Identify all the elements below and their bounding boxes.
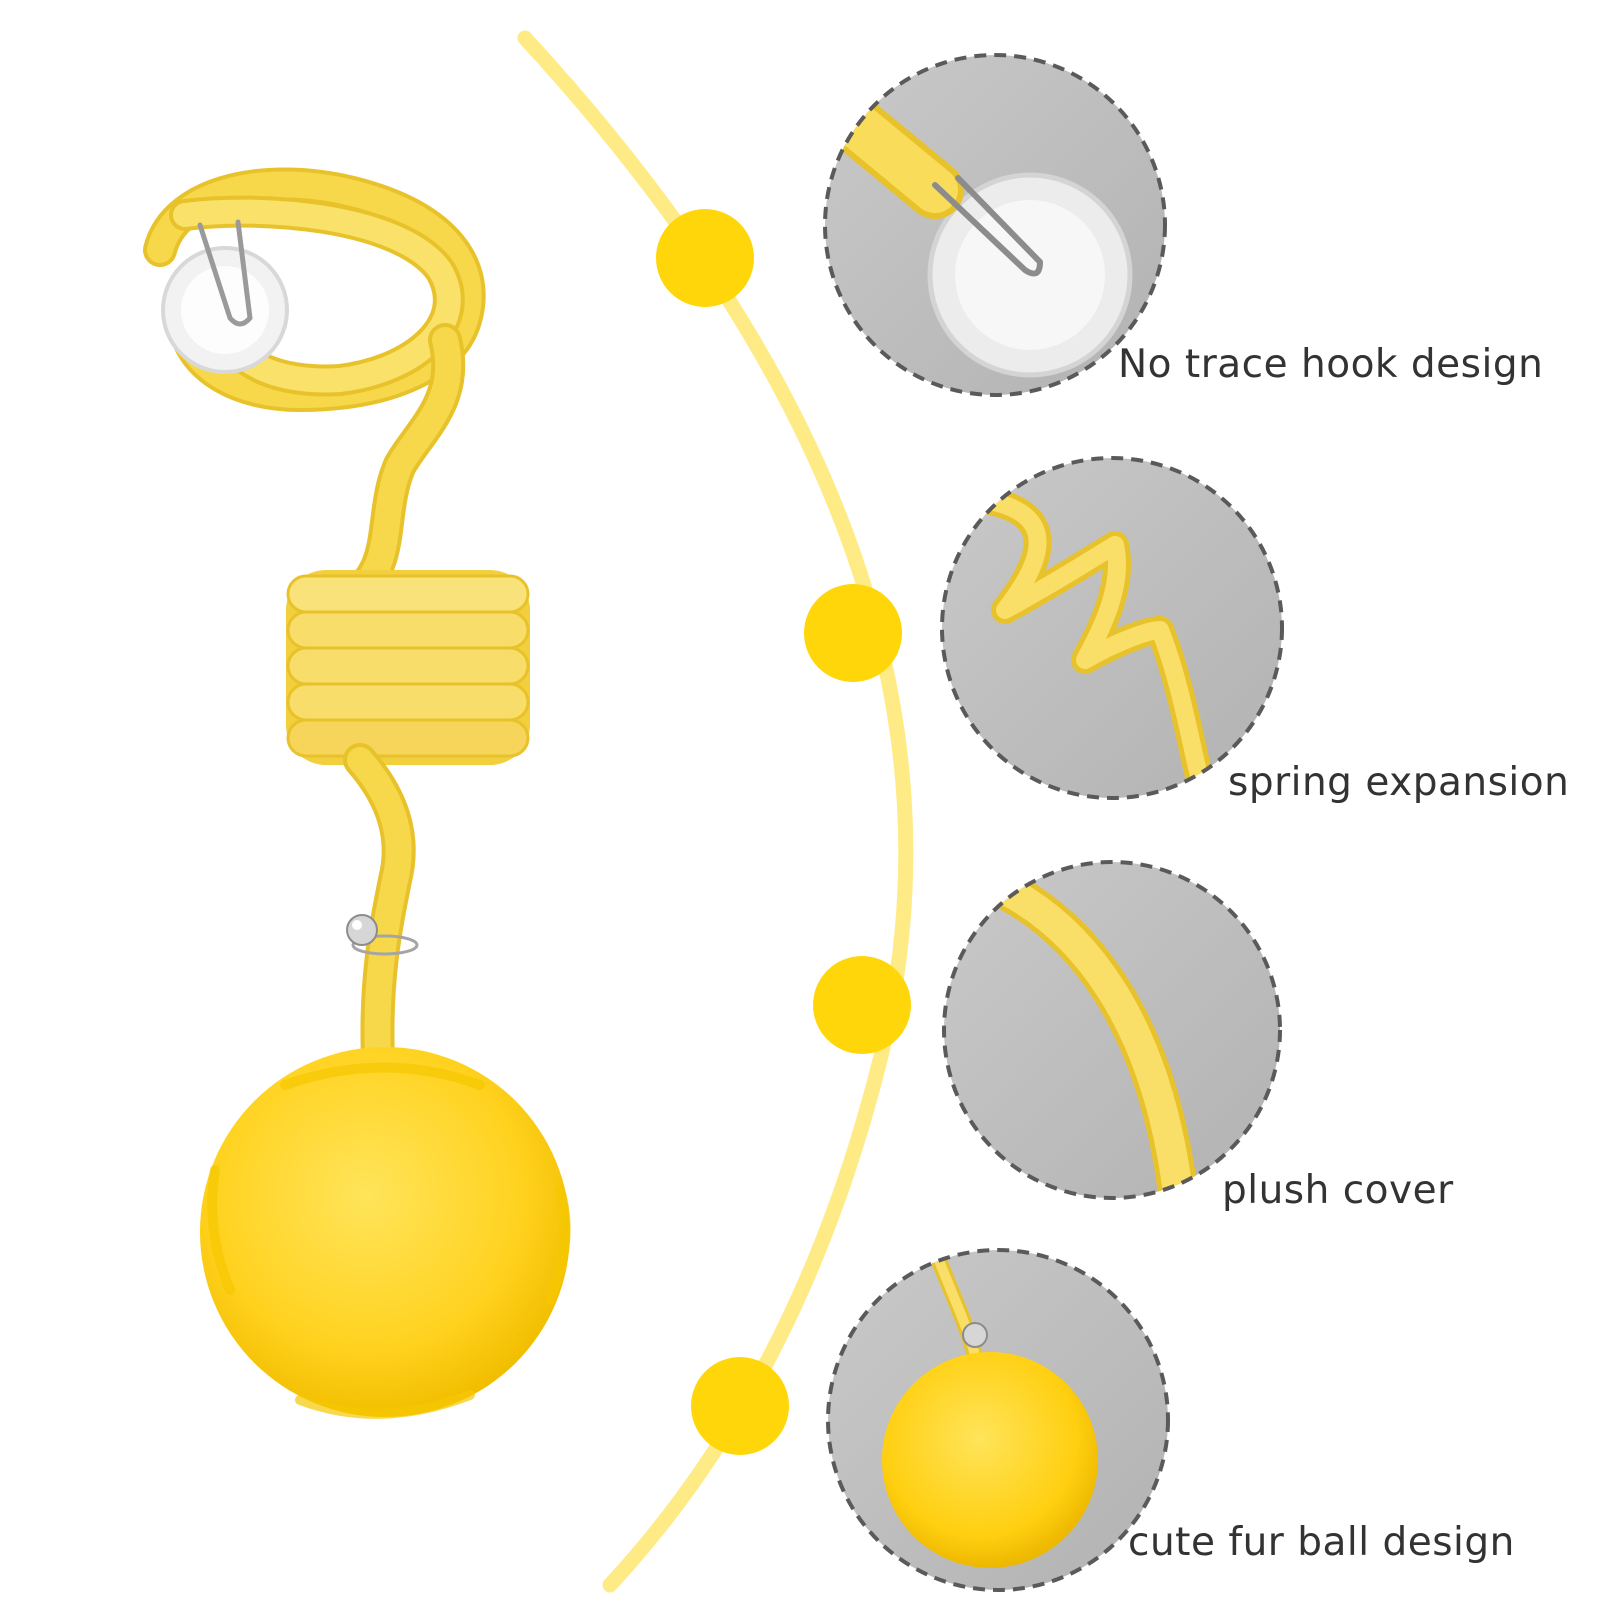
detail-circle-plush [942, 860, 1282, 1200]
detail-circle-spring [940, 456, 1284, 800]
fur-ball [200, 1047, 571, 1419]
feature-label-hook: No trace hook design [1118, 342, 1544, 387]
feature-label-spring: spring expansion [1228, 760, 1570, 805]
marker-dot-3 [813, 956, 911, 1054]
spring-coil [286, 570, 530, 765]
cat-toy-product [143, 167, 571, 1419]
marker-dot-1 [656, 209, 754, 307]
bell [346, 914, 419, 956]
coiled-cord [143, 167, 486, 607]
feature-label-plush: plush cover [1222, 1168, 1454, 1213]
marker-dot-4 [691, 1357, 789, 1455]
detail-circle-hook [823, 53, 1167, 397]
feature-label-furball: cute fur ball design [1128, 1520, 1515, 1565]
suction-cup-hook [161, 219, 289, 374]
marker-dot-2 [804, 584, 902, 682]
detail-circle-furball [826, 1248, 1170, 1592]
